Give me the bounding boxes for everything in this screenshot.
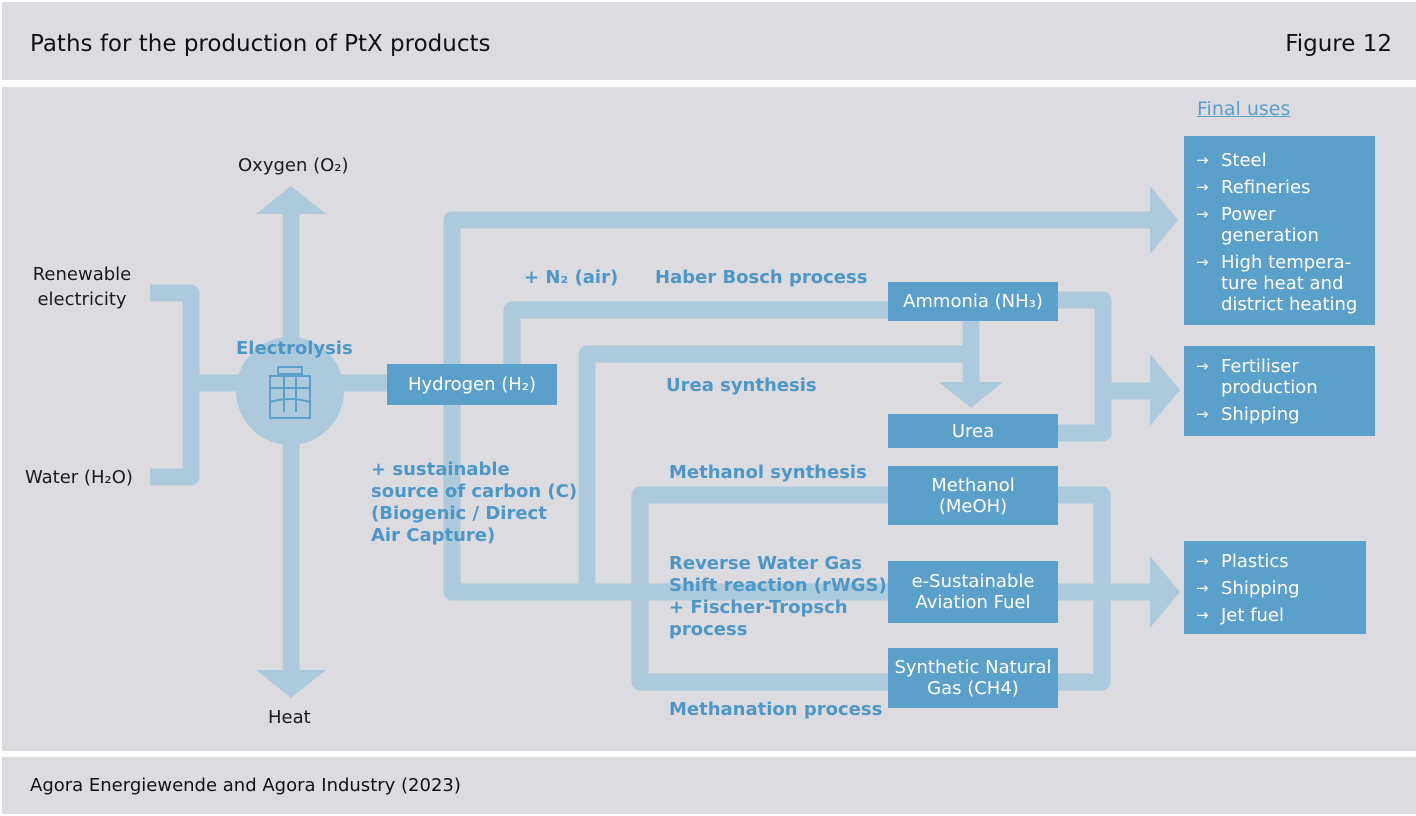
hydrogen-top-route [443, 211, 1152, 372]
arrow-right-icon: → [1196, 357, 1209, 375]
fuels-out [1057, 486, 1111, 691]
use-item: →Jet fuel [1196, 605, 1284, 626]
oxygen-arrowhead [256, 186, 326, 214]
arrow-right-icon: → [1196, 151, 1209, 169]
arrow-right-icon: → [1196, 552, 1209, 570]
saf-box: e-Sustainable Aviation Fuel [888, 561, 1058, 623]
use-item: →Power generation [1196, 204, 1319, 246]
page-title: Paths for the production of PtX products [30, 31, 491, 57]
use-item: →Plastics [1196, 551, 1289, 572]
arrow-right-icon: → [1196, 205, 1209, 223]
carbon-source-label: + sustainable source of carbon (C) (Biog… [371, 459, 578, 546]
ammonia-route [503, 301, 890, 372]
use-item: →Fertiliser production [1196, 356, 1318, 398]
arrow-right-icon: → [1196, 405, 1209, 423]
source-note: Agora Energiewende and Agora Industry (2… [30, 775, 461, 796]
footer-bar: Agora Energiewende and Agora Industry (2… [2, 757, 1416, 814]
n2-label: + N₂ (air) [524, 267, 619, 288]
electrolysis-label: Electrolysis [236, 338, 353, 359]
final-uses-group-1: →Steel →Refineries →Power generation →Hi… [1184, 136, 1375, 325]
methanol-synthesis-label: Methanol synthesis [669, 462, 867, 483]
use-item: →Shipping [1196, 404, 1300, 425]
ammonia-box: Ammonia (NH₃) [888, 282, 1058, 321]
use-item: →High tempera- ture heat and district he… [1196, 252, 1358, 315]
renewable-electricity-label: Renewable electricity [32, 264, 132, 310]
methanation-label: Methanation process [669, 699, 883, 720]
plastics-arrowhead [1150, 556, 1180, 628]
arrow-right-icon: → [1196, 178, 1209, 196]
oxygen-label: Oxygen (O₂) [238, 155, 349, 176]
urea-synthesis-label: Urea synthesis [666, 375, 817, 396]
electrolysis-circle [236, 337, 344, 445]
use-item: →Refineries [1196, 177, 1311, 198]
arrow-right-icon: → [1196, 606, 1209, 624]
water-label: Water (H₂O) [25, 467, 133, 488]
heat-arrowhead [256, 670, 326, 698]
urea-box: Urea [888, 414, 1058, 448]
figure-number: Figure 12 [1285, 31, 1392, 57]
final-uses-title: Final uses [1197, 98, 1291, 120]
heat-label: Heat [268, 707, 311, 728]
sng-box: Synthetic Natural Gas (CH4) [888, 648, 1058, 708]
final-uses-group-2: →Fertiliser production →Shipping [1184, 346, 1375, 436]
diagram-area [2, 87, 1416, 751]
use-item: →Steel [1196, 150, 1267, 171]
arrow-right-icon: → [1196, 253, 1209, 271]
methanol-box: Methanol (MeOH) [888, 466, 1058, 525]
rwgs-label: Reverse Water Gas Shift reaction (rWGS) … [669, 553, 887, 640]
final-uses-group-3: →Plastics →Shipping →Jet fuel [1184, 541, 1366, 634]
electricity-input-line [150, 284, 200, 486]
fertiliser-arrowhead [1150, 354, 1180, 426]
methanol-loop [631, 486, 890, 691]
arrow-right-icon: → [1196, 579, 1209, 597]
hydrogen-box: Hydrogen (H₂) [387, 364, 557, 405]
electrolyser-icon [269, 366, 311, 419]
header-bar: Paths for the production of PtX products… [2, 2, 1416, 80]
urea-arrowhead [939, 382, 1003, 408]
haber-bosch-label: Haber Bosch process [655, 267, 868, 288]
steel-arrowhead [1150, 186, 1178, 254]
use-item: →Shipping [1196, 578, 1300, 599]
ammonia-out [1057, 291, 1112, 442]
